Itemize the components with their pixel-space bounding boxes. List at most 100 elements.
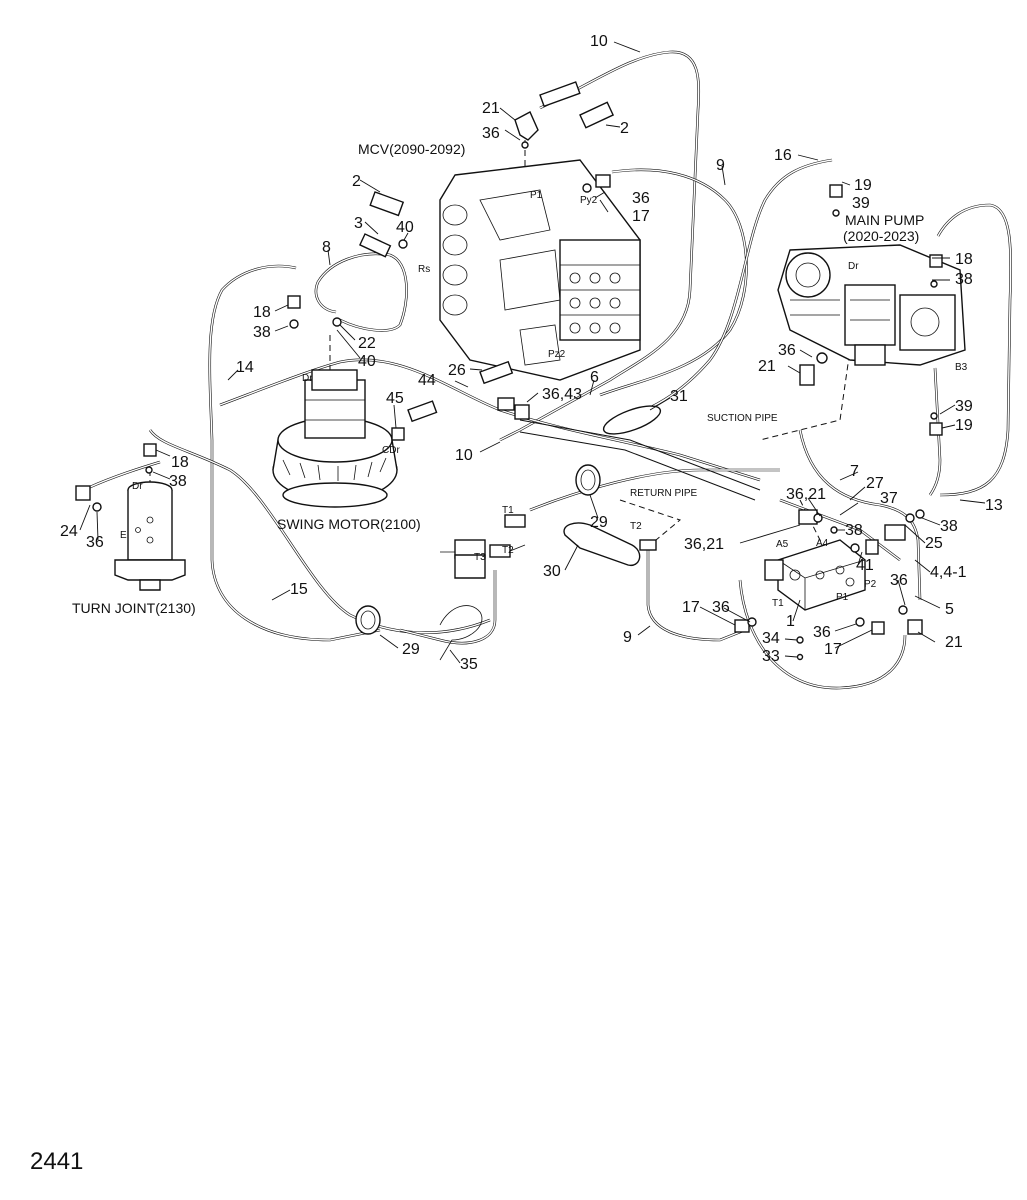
callout: 18: [253, 304, 271, 321]
callout: 16: [774, 147, 792, 164]
callout: 36: [778, 342, 796, 359]
turn-joint-label: TURN JOINT(2130): [72, 600, 196, 616]
clamp-29-bottom: [355, 605, 381, 635]
mcv-valve-body: [439, 159, 641, 381]
callout: 36: [86, 534, 104, 551]
callout: 44: [418, 372, 436, 389]
tie-35: [439, 605, 483, 661]
port-b3: B3: [955, 362, 968, 373]
port-dr-turn: Dr: [132, 481, 143, 492]
component-labels: MCV(2090-2092) MAIN PUMP (2020-2023) SWI…: [72, 141, 924, 616]
callout: 38: [955, 271, 973, 288]
callout: 17: [824, 641, 842, 658]
callout: 17: [632, 208, 650, 225]
callout: 29: [590, 514, 608, 531]
callout: 7: [850, 463, 859, 480]
callout: 5: [945, 601, 954, 618]
callout: 21: [945, 634, 963, 651]
callout: 15: [290, 581, 308, 598]
hose-9-bottom: [646, 545, 746, 642]
callout: 19: [955, 417, 973, 434]
port-t1-block: T1: [772, 598, 784, 609]
o-rings: [92, 141, 938, 661]
callout: 38: [940, 518, 958, 535]
part-callouts: 10 21 2 36 2 3 40 8 36 17 9 16 19 39 18 …: [60, 33, 1003, 673]
port-a5: A5: [776, 539, 789, 550]
callout: 45: [386, 390, 404, 407]
callout: 41: [856, 557, 874, 574]
callout: 36: [712, 599, 730, 616]
callout: 4,4-1: [930, 564, 967, 581]
clamp-31: [602, 405, 662, 435]
turn-joint-body: [114, 481, 186, 591]
callout: 40: [358, 353, 376, 370]
callout: 2: [620, 120, 629, 137]
port-py2: Py2: [580, 195, 598, 206]
callout: 34: [762, 630, 780, 647]
callout: 33: [762, 648, 780, 665]
callout: 38: [253, 324, 271, 341]
manifold-block: [764, 539, 866, 611]
callout: 13: [985, 497, 1003, 514]
suction-pipe-label: SUCTION PIPE: [707, 413, 778, 424]
callout: 31: [670, 388, 688, 405]
callout: 36: [890, 572, 908, 589]
callout: 8: [322, 239, 331, 256]
callout: 39: [852, 195, 870, 212]
port-p2: P2: [864, 579, 877, 590]
callout: 10: [455, 447, 473, 464]
callout: 40: [396, 219, 414, 236]
callout: 36: [813, 624, 831, 641]
callout: 39: [955, 398, 973, 415]
callout: 38: [169, 473, 187, 490]
port-pz2: Pz2: [548, 349, 566, 360]
callout: 17: [682, 599, 700, 616]
callout: 10: [590, 33, 608, 50]
page-number: 2441: [30, 1148, 84, 1175]
main-pump-label-line1: MAIN PUMP: [845, 212, 924, 228]
port-dr-pump: Dr: [848, 261, 859, 272]
return-pipe-label: RETURN PIPE: [630, 488, 698, 499]
tee-fitting-assembly: [440, 514, 526, 579]
callout: 1: [786, 613, 795, 630]
callout: 2: [352, 173, 361, 190]
callout: 22: [358, 335, 376, 352]
port-a4: A4: [816, 538, 829, 549]
callout: 25: [925, 535, 943, 552]
port-dr-swing: Dr: [302, 373, 313, 384]
callout: 36: [632, 190, 650, 207]
leader-lines: [79, 41, 986, 664]
callout: 18: [171, 454, 189, 471]
port-t2-return: T2: [630, 521, 642, 532]
port-rs: Rs: [418, 264, 430, 275]
callout: 36,21: [786, 486, 826, 503]
main-pump-body: [777, 244, 966, 366]
port-t3: T3: [474, 552, 486, 563]
callout: 19: [854, 177, 872, 194]
port-t2-tee: T2: [502, 545, 514, 556]
callout: 24: [60, 523, 78, 540]
port-p1: P1: [530, 190, 543, 201]
port-labels: P1 Py2 Pz2 Rs Dr CDr Dr B3 Dr E T1 T2 T3…: [120, 190, 968, 609]
callout: 29: [402, 641, 420, 658]
callout: 9: [716, 157, 725, 174]
swing-motor-body: [272, 369, 398, 508]
callout: 30: [543, 563, 561, 580]
return-pipe-6: [519, 419, 761, 501]
band-30: [563, 522, 641, 566]
callout: 35: [460, 656, 478, 673]
callout: 21: [482, 100, 500, 117]
callout: 37: [880, 490, 898, 507]
callout: 27: [866, 475, 884, 492]
hose-8: [314, 252, 408, 332]
callout: 36,21: [684, 536, 724, 553]
callout: 18: [955, 251, 973, 268]
clamp-29-top: [575, 464, 601, 496]
port-e: E: [120, 530, 127, 541]
port-cdr: CDr: [382, 445, 400, 456]
callout: 26: [448, 362, 466, 379]
callout: 6: [590, 369, 599, 386]
callout: 9: [623, 629, 632, 646]
